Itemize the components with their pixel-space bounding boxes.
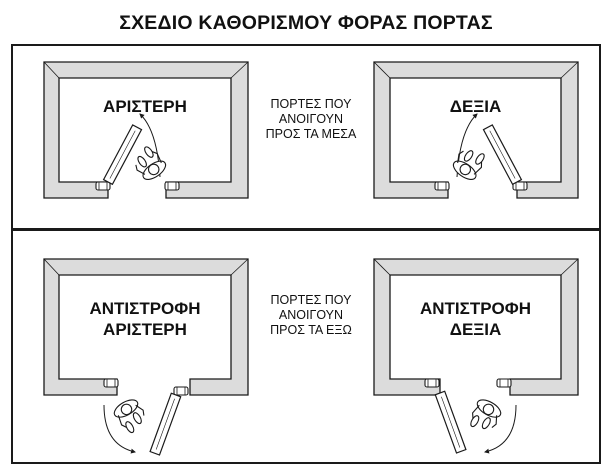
page-title: ΣΧΕΔΙΟ ΚΑΘΟΡΙΣΜΟΥ ΦΟΡΑΣ ΠΟΡΤΑΣ: [119, 12, 493, 34]
room-label-left: ΑΡΙΣΤΕΡΗ: [103, 97, 187, 116]
swing-arrow-icon: [484, 404, 517, 454]
room-top-left: [43, 61, 249, 199]
room-label-reverse-right: ΑΝΤΙΣΤΡΟΦΗ ΔΕΞΙΑ: [390, 298, 561, 340]
room-bottom-left: [43, 258, 249, 396]
door-leaf-icon: [102, 124, 143, 185]
person-icon: [465, 395, 505, 437]
person-icon: [448, 142, 490, 184]
description-line: ΠΟΡΤΕΣ ΠΟΥ: [270, 97, 352, 111]
person-icon: [110, 395, 151, 437]
room-top-right: [373, 61, 579, 199]
outward-doors-panel: [11, 229, 601, 464]
label-line: ΑΝΤΙΣΤΡΟΦΗ: [89, 299, 201, 318]
door-hinge-icon: [424, 378, 440, 388]
door-hinge-icon: [164, 181, 180, 191]
door-hinge-icon: [95, 181, 111, 191]
swing-arrow-icon: [103, 404, 136, 454]
description-line: ΑΝΟΙΓΟΥΝ: [278, 112, 344, 126]
room-label-right: ΔΕΞΙΑ: [449, 97, 502, 116]
door-leaf-icon: [434, 390, 467, 454]
room-label-reverse-left: ΑΝΤΙΣΤΡΟΦΗ ΑΡΙΣΤΕΡΗ: [59, 298, 231, 340]
door-hinge-icon: [434, 181, 450, 191]
door-leaf-icon: [482, 124, 523, 185]
door-leaf-icon: [149, 392, 182, 456]
description-line: ΠΟΡΤΕΣ ΠΟΥ: [270, 293, 352, 307]
description-line: ΑΝΟΙΓΟΥΝ: [278, 308, 344, 322]
door-hinge-icon: [103, 378, 119, 388]
label-line: ΔΕΞΙΑ: [449, 320, 502, 339]
description-line: ΠΡΟΣ ΤΑ ΕΞΩ: [270, 323, 352, 337]
label-line: ΑΡΙΣΤΕΡΗ: [103, 320, 187, 339]
door-hinge-icon: [496, 378, 512, 388]
door-hinge-icon: [173, 386, 189, 396]
outward-description: ΠΟΡΤΕΣ ΠΟΥ ΑΝΟΙΓΟΥΝ ΠΡΟΣ ΤΑ ΕΞΩ: [248, 293, 374, 338]
label-line: ΑΝΤΙΣΤΡΟΦΗ: [419, 299, 532, 318]
inward-description: ΠΟΡΤΕΣ ΠΟΥ ΑΝΟΙΓΟΥΝ ΠΡΟΣ ΤΑ ΜΕΣΑ: [248, 97, 374, 142]
person-icon: [128, 142, 170, 185]
description-line: ΠΡΟΣ ΤΑ ΜΕΣΑ: [265, 127, 357, 141]
